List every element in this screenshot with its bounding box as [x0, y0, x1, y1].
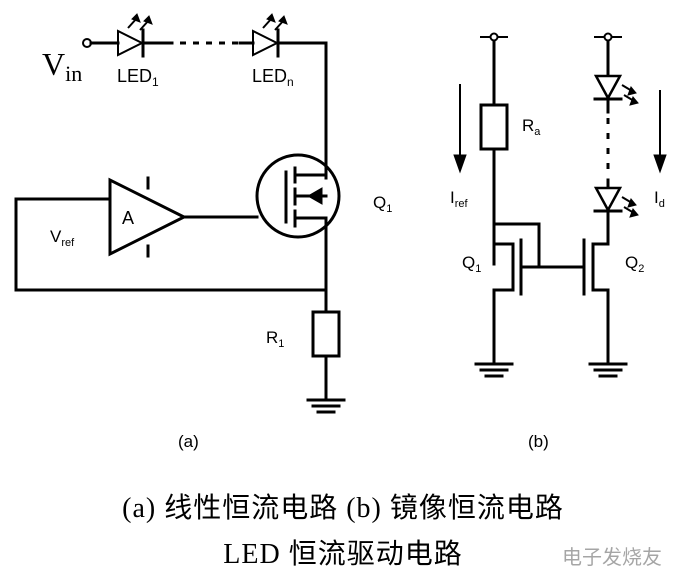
- q1-label-a: Q1: [373, 193, 392, 215]
- led1-symbol: [117, 13, 153, 58]
- watermark-text: 电子发烧友: [562, 545, 662, 569]
- ground-a-icon: [306, 398, 346, 414]
- q1-label-b: Q1: [462, 253, 481, 275]
- ra-label: Ra: [522, 116, 541, 138]
- vin-label: Vin: [42, 46, 82, 86]
- led1-label: LED1: [117, 66, 159, 89]
- circuit-b: Ra Iref Id Q1 Q2 (b): [450, 32, 667, 451]
- q1-mosfet: [255, 153, 341, 239]
- vref-label: Vref: [50, 227, 75, 249]
- watermark-logo: 电子发烧友: [562, 545, 662, 569]
- led-lower-b: [593, 186, 639, 218]
- q2-mosfet-b: [582, 238, 610, 364]
- caption-line-2: LED 恒流驱动电路: [223, 539, 463, 570]
- op-amp-a: [108, 176, 188, 258]
- ledn-label: LEDn: [252, 66, 294, 89]
- panel-a-label: (a): [178, 432, 199, 451]
- ra-resistor: [479, 103, 509, 151]
- caption-line-1: (a) 线性恒流电路 (b) 镜像恒流电路: [122, 493, 564, 524]
- r1-label: R1: [266, 328, 284, 350]
- id-arrow: [653, 90, 667, 174]
- ground-b1-icon: [474, 362, 514, 378]
- ledn-symbol: [252, 13, 288, 58]
- circuit-a: Vin LED1 LEDn A Vref Q1 R1 (a): [14, 13, 392, 451]
- led-upper-b: [593, 74, 639, 106]
- q1-mosfet-b: [492, 238, 523, 364]
- q2-label-b: Q2: [625, 253, 644, 275]
- iref-label: Iref: [450, 188, 469, 210]
- r1-resistor: [311, 310, 341, 358]
- panel-b-label: (b): [528, 432, 549, 451]
- amp-label: A: [122, 208, 134, 228]
- ground-b2-icon: [588, 362, 628, 378]
- id-label: Id: [654, 188, 665, 210]
- iref-arrow: [453, 84, 467, 174]
